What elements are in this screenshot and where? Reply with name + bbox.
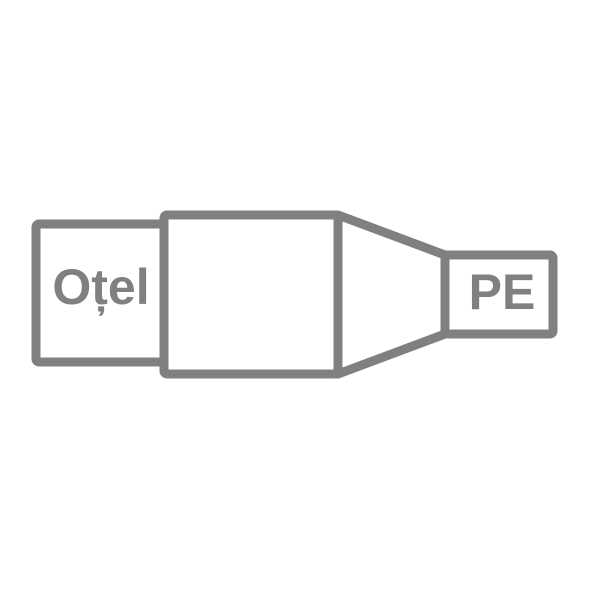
coupling-body [159,210,343,379]
steel-label: Oțel [52,259,149,315]
reducer-cone [333,210,450,379]
pe-pipe-section [440,250,558,339]
pe-label: PE [469,264,536,320]
